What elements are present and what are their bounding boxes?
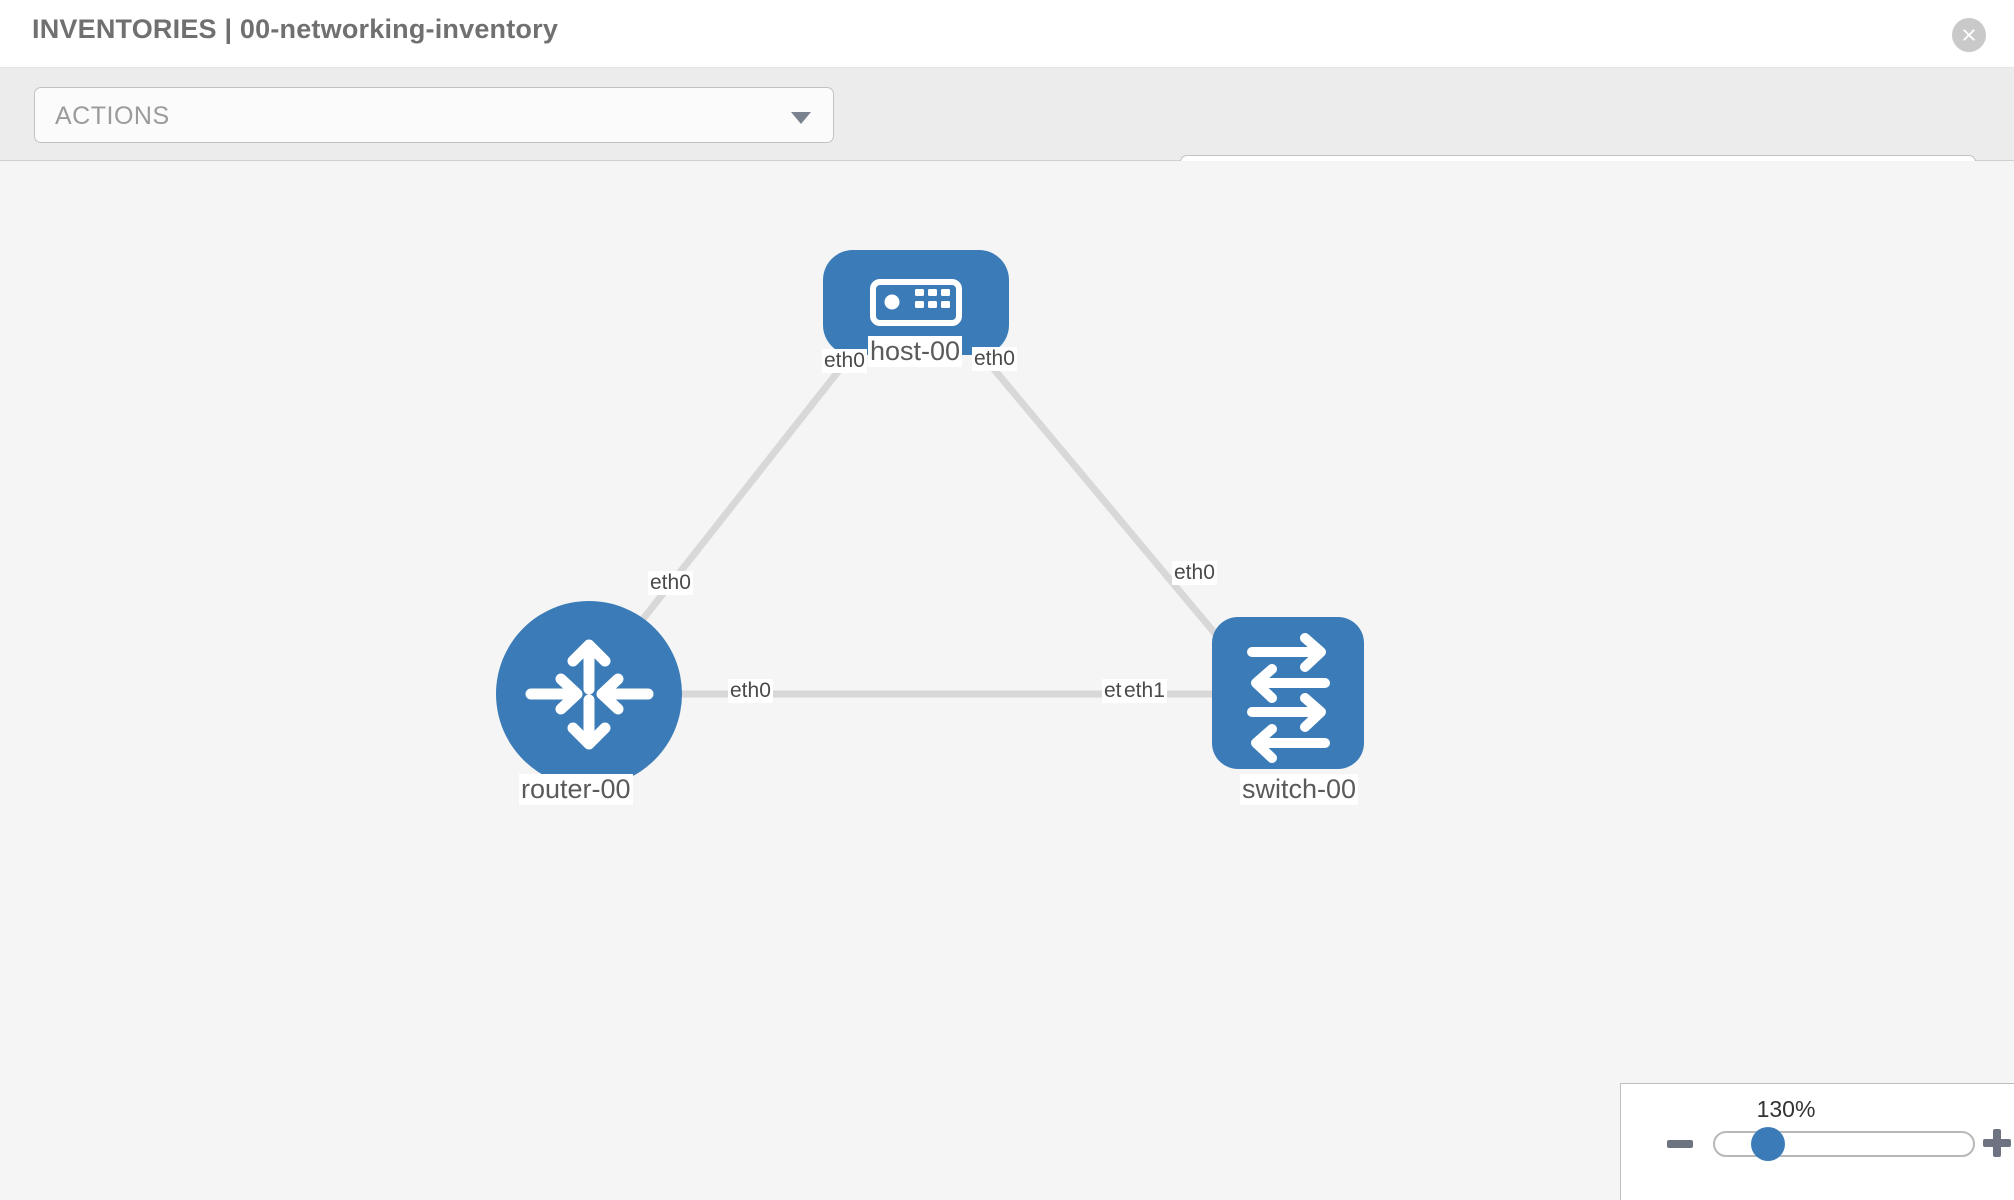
- page-title: INVENTORIES | 00-networking-inventory: [32, 14, 559, 44]
- actions-dropdown[interactable]: ACTIONS: [34, 87, 834, 143]
- node-host-00: [823, 250, 1009, 355]
- iface-label-host00-left: eth0: [822, 349, 867, 373]
- node-label-router-00: router-00: [519, 774, 633, 805]
- zoom-level-value: 130%: [1756, 1096, 1816, 1122]
- link-host00-router00: [606, 327, 874, 665]
- node-label-switch-00: switch-00: [1240, 774, 1359, 805]
- topology-connectors: [601, 314, 1266, 716]
- topology-graph: [496, 250, 1364, 787]
- zoom-out-button[interactable]: [1667, 1140, 1693, 1148]
- chevron-down-icon: [791, 112, 811, 124]
- zoom-control-panel: 130%: [1620, 1083, 2014, 1200]
- iface-label-host00-right: eth0: [972, 347, 1017, 371]
- iface-label-switch00-up: eth0: [1172, 561, 1217, 585]
- actions-dropdown-label: ACTIONS: [55, 102, 170, 130]
- iface-label-switch00-left-eth1: eth1: [1122, 679, 1167, 703]
- topology-links: [606, 327, 1259, 698]
- toolbar: ACTIONS SEARCH: [0, 68, 2014, 211]
- page-header: INVENTORIES | 00-networking-inventory: [0, 0, 2014, 68]
- iface-label-router00-up: eth0: [648, 571, 693, 595]
- node-router-00: [496, 601, 682, 787]
- node-switch-00: [1212, 617, 1364, 769]
- close-icon[interactable]: [1952, 18, 1986, 52]
- topology-canvas[interactable]: eth0 eth0 host-00 eth0 eth0 eth0 eth0 et…: [0, 161, 2014, 1200]
- zoom-slider-thumb[interactable]: [1751, 1127, 1785, 1161]
- node-label-host-00: host-00: [868, 336, 963, 367]
- zoom-in-button[interactable]: [1983, 1129, 2011, 1157]
- link-host00-switch00: [958, 327, 1242, 665]
- iface-label-router00-right: eth0: [728, 679, 773, 703]
